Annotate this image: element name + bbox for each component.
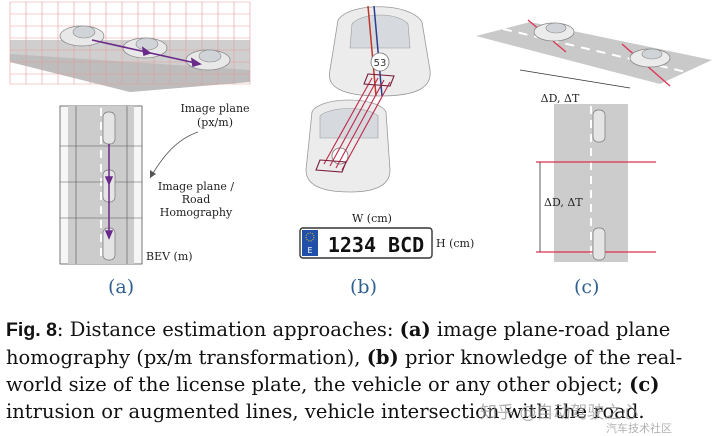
panel-b-figure: 53 W (cm) E 1234 BCD H (cm) [299,5,474,259]
license-plate: E 1234 BCD [299,227,433,259]
panel-a-figure: Image plane (px/m) Image plane / Road Ho… [9,1,251,265]
label-side: ΔD, ΔT [544,196,583,209]
sublabel-c: (c) [574,276,600,298]
sublabel-a: (a) [108,276,135,298]
caption-lead: : Distance estimation approaches: [56,318,400,341]
caption-text-c: intrusion or augmented lines, vehicle in… [6,400,645,423]
car-icon: 53 [328,5,431,97]
car-icon [629,48,671,68]
measurement-rays [315,73,395,173]
watermark-sub: 汽车技术社区 [606,422,672,435]
caption-text-a: image plane-road plane homography (px/m … [6,318,671,369]
panel-a: Image plane (px/m) Image plane / Road Ho… [0,0,260,300]
panel-c: ΔD, ΔT ΔD, ΔT [470,0,720,300]
perspective-road [10,40,250,92]
homography-arrow-head [150,170,156,178]
label-height: H (cm) [436,237,474,250]
homography-arrow [149,131,199,179]
label-homography-1: Image plane / [158,180,235,193]
bev-road [536,104,656,262]
caption-b-marker: (b) [366,346,399,369]
sublabel-b: (b) [350,276,377,298]
perspective-road [476,19,712,87]
panel-b: 53 W (cm) E 1234 BCD H (cm) [260,0,490,300]
caption-c-marker: (c) [629,373,660,396]
label-bev: BEV (m) [146,250,193,263]
label-top: ΔD, ΔT [541,92,580,105]
car-icon [122,37,168,59]
panel-c-figure: ΔD, ΔT ΔD, ΔT [476,19,712,262]
car-icon [533,22,575,42]
caption-a-marker: (a) [399,318,431,341]
car-number: 53 [374,58,387,69]
car-icon [59,25,105,47]
watermark: 知乎 @自动驾驶之心 汽车技术社区 [480,398,672,435]
plate-country: E [307,246,312,255]
bev-grid [59,105,143,265]
plate-text: 1234 BCD [328,233,424,257]
trajectory-arrow [91,39,202,68]
watermark-main: 知乎 @自动驾驶之心 [480,403,639,423]
label-image-plane: Image plane [180,102,249,115]
label-homography-2: Road [182,193,211,206]
label-units: (px/m) [197,116,233,129]
caption-text-b: prior knowledge of the real-world size o… [6,346,683,396]
figure-caption: Fig. 8: Distance estimation approaches: … [6,316,714,425]
caption-fig-label: Fig. 8 [6,319,57,341]
top-measure-line [519,69,631,89]
label-width: W (cm) [352,212,392,225]
label-homography-3: Homography [160,206,233,219]
